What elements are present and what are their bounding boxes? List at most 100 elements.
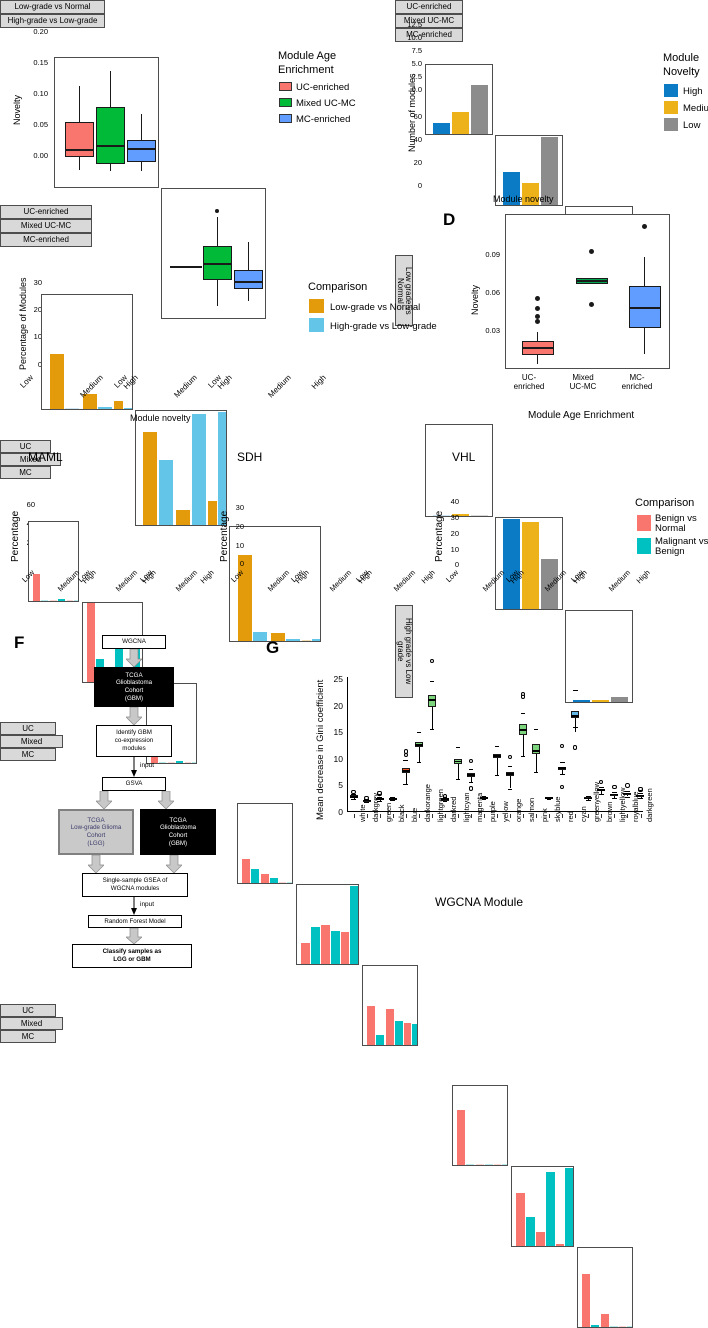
xtick: Low <box>229 568 246 585</box>
legend-swatch-medium <box>664 101 678 114</box>
median-line <box>623 792 632 795</box>
vhl-facet-mixed <box>511 1166 574 1247</box>
whisker-lower <box>536 754 538 772</box>
xtick: lightcyan <box>461 792 471 822</box>
outlier-point <box>377 790 382 796</box>
ytick: 0 <box>338 807 343 817</box>
xtick: MC- enriched <box>621 373 653 391</box>
xtick: Low <box>444 568 461 585</box>
ytick: 5.0 <box>411 59 422 68</box>
legend-label-low: Low <box>683 120 701 131</box>
panel-d-plot <box>505 214 670 369</box>
outlier-point <box>468 759 474 764</box>
ytick: 15 <box>333 727 343 737</box>
ytick: 40 <box>413 135 422 144</box>
xtick: Medium <box>265 568 292 594</box>
median-line <box>349 795 358 798</box>
panel-c-xlabel: Module novelty <box>130 413 191 423</box>
whisker-cap-bottom <box>351 799 356 801</box>
panel-c-strip-0: UC-enriched <box>0 205 92 219</box>
whisker-cap-top <box>612 791 617 793</box>
median-line <box>453 760 462 763</box>
xtick: royalblue <box>631 791 641 822</box>
panel-c-legend-title: Comparison <box>308 281 368 293</box>
farrow-9 <box>126 928 142 944</box>
whisker-lower <box>497 758 498 776</box>
panel-g-label: G <box>266 638 280 657</box>
whisker-cap-bottom <box>442 800 448 802</box>
ytick: 0.06 <box>485 288 500 297</box>
farrow-3 <box>131 757 137 777</box>
xtick: Medium <box>113 568 140 594</box>
panel-b-facet-r1c2 <box>565 610 633 703</box>
panel-f-label: F <box>14 633 25 652</box>
panel-a-legend-title-2: Enrichment <box>278 64 334 76</box>
tick-mark <box>366 814 368 818</box>
whisker-lower <box>562 770 564 774</box>
outlier-point <box>507 754 513 759</box>
panel-c-strip-2: MC-enriched <box>0 233 92 247</box>
ytick: 12.5 <box>407 20 422 29</box>
legend-label-uc: UC-enriched <box>296 82 350 93</box>
whisker-lower <box>470 776 472 783</box>
median-line <box>506 773 515 775</box>
outlier-point <box>442 793 447 799</box>
xtick: blue <box>409 807 419 822</box>
fnode-gbm-1: TCGA Glioblastoma Cohort (GBM) <box>94 667 174 707</box>
whisker-cap-bottom <box>546 799 552 801</box>
panel-e-ylabel-sdh: Percentage <box>219 510 230 562</box>
whisker-cap-top <box>599 786 604 788</box>
vhl-facet-uc <box>452 1085 508 1166</box>
fedge-label-1: input <box>140 762 155 769</box>
panel-e: MAML Percentage 60 40 20 0 UC Mixed MC L… <box>0 440 708 1328</box>
maml-strip-mc: MC <box>0 466 51 479</box>
ytick: 7.5 <box>411 46 422 55</box>
legend-swatch-highgrade <box>309 318 324 332</box>
whisker-cap-top <box>586 796 591 798</box>
whisker-cap-bottom <box>403 784 408 786</box>
median-line <box>558 767 567 770</box>
sdh-strip-uc: UC <box>0 722 56 735</box>
ytick: 5 <box>338 780 343 790</box>
xtick: Medium <box>542 568 569 594</box>
whisker-cap-top <box>507 765 513 767</box>
xtick: Medium <box>391 568 418 594</box>
whisker-lower <box>405 772 407 785</box>
whisker-cap-bottom <box>494 775 500 777</box>
ytick: 0 <box>417 181 422 190</box>
panel-b-facet-r0c0 <box>425 64 493 135</box>
legend-swatch-malignant <box>637 538 651 554</box>
tick-mark <box>431 814 433 818</box>
whisker-cap-bottom <box>599 794 604 796</box>
whisker-lower <box>627 794 629 797</box>
median-line <box>493 755 502 758</box>
whisker-cap-top <box>560 761 565 763</box>
fnode-wgcna: WGCNA <box>102 635 166 649</box>
box <box>571 711 580 718</box>
whisker-lower <box>457 763 459 779</box>
farrow-1 <box>126 649 142 667</box>
whisker-cap-top <box>638 793 643 795</box>
xtick: Medium <box>327 568 354 594</box>
tick-mark <box>549 814 551 818</box>
tick-mark <box>627 814 629 818</box>
outlier-point <box>599 779 604 785</box>
tick-mark <box>497 814 498 818</box>
whisker-cap-top <box>533 729 539 730</box>
ytick: 20 <box>333 701 343 711</box>
xtick: High <box>419 568 437 586</box>
maml-strip-mixed: Mixed <box>0 453 61 466</box>
tick-mark <box>575 814 577 818</box>
panel-c: Percentage of Modules 30 20 10 0 UC-enri… <box>0 205 437 642</box>
tick-mark <box>405 814 407 818</box>
legend-label-malignant: Malignant vs Benign <box>655 536 708 558</box>
xtick: cyan <box>579 806 589 822</box>
ytick: 10.0 <box>407 33 422 42</box>
panel-b-facet-r1c1 <box>495 517 563 610</box>
legend-swatch-uc <box>279 82 292 91</box>
vhl-strip-uc: UC <box>0 1004 56 1017</box>
panel-b-legend-title-1: Module <box>663 52 700 64</box>
whisker-cap-bottom <box>390 800 395 802</box>
xtick: pink <box>540 808 550 822</box>
